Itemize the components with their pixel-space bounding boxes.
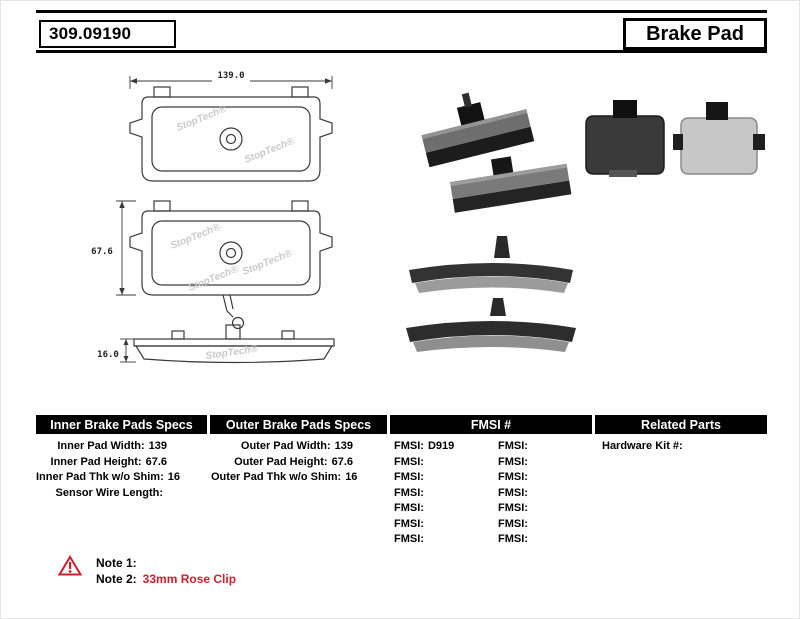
fmsi-label: FMSI: — [498, 455, 528, 468]
inner-specs-header: Inner Brake Pads Specs — [36, 415, 207, 434]
note-1-label: Note 1: — [96, 556, 137, 570]
fmsi-row: FMSI: — [394, 532, 454, 548]
fmsi-row: FMSI: — [498, 470, 532, 486]
photo-pads-angled — [421, 92, 572, 213]
fmsi-label: FMSI: — [394, 455, 424, 468]
fmsi-row: FMSI: — [498, 455, 532, 471]
pad-front-view — [129, 86, 333, 182]
note-2-value: 33mm Rose Clip — [142, 572, 237, 586]
header-top-rule — [36, 10, 767, 13]
header-bottom-rule — [36, 50, 767, 53]
part-number-box: 309.09190 — [39, 20, 176, 48]
fmsi-label: FMSI: — [498, 533, 528, 545]
spec-label: Outer Pad Width: — [240, 440, 331, 452]
fmsi-row: FMSI: — [498, 439, 532, 455]
dimension-height: 67.6 — [91, 200, 136, 296]
spec-label: Sensor Wire Length: — [55, 486, 163, 499]
fmsi-label: FMSI: — [394, 517, 424, 530]
dimension-thickness: 16.0 — [97, 338, 136, 363]
dimension-height-label: 67.6 — [91, 247, 113, 257]
spec-value: 16 — [345, 471, 358, 483]
pad-side-view — [133, 324, 335, 364]
spec-row: Sensor Wire Length: — [36, 486, 167, 502]
note-1: Note 1: — [96, 556, 143, 570]
fmsi-row: FMSI: — [394, 486, 454, 502]
spec-row: Inner Pad Height:67.6 — [36, 455, 167, 471]
sensor-clip-drawing — [222, 294, 245, 330]
spec-label: Outer Pad Thk w/o Shim: — [211, 471, 342, 483]
fmsi-row: FMSI: — [394, 455, 454, 471]
spec-row: Inner Pad Thk w/o Shim:16 — [36, 470, 180, 486]
spec-value: 16 — [167, 471, 180, 483]
fmsi-label: FMSI: — [394, 502, 424, 514]
dimension-width-label: 139.0 — [217, 71, 244, 81]
fmsi-label: FMSI: — [498, 486, 528, 499]
fmsi-row: FMSI: — [498, 486, 532, 502]
fmsi-row: FMSI: — [394, 501, 454, 517]
spec-row: Outer Pad Height:67.6 — [211, 455, 353, 471]
spec-label: Inner Pad Height: — [50, 455, 142, 468]
fmsi-row: FMSI: — [394, 470, 454, 486]
dimension-thickness-label: 16.0 — [97, 350, 119, 360]
related-parts-rows: Hardware Kit #: — [602, 439, 687, 455]
page-title-box: Brake Pad — [623, 18, 767, 50]
fmsi-label: FMSI: — [498, 440, 528, 452]
fmsi-label: FMSI: — [498, 502, 528, 514]
related-parts-header: Related Parts — [595, 415, 767, 434]
watermark-text: StopTech® — [243, 136, 296, 166]
fmsi-label: FMSI: — [498, 517, 528, 530]
product-photos — [406, 92, 765, 352]
fmsi-label: FMSI: — [394, 471, 424, 483]
photo-pads-side — [406, 236, 576, 352]
fmsi-header: FMSI # — [390, 415, 592, 434]
dimension-width: 139.0 — [129, 71, 333, 89]
note-2: Note 2: 33mm Rose Clip — [96, 572, 236, 586]
fmsi-column-2: FMSI: FMSI: FMSI: FMSI: FMSI: FMSI: FMSI… — [498, 439, 532, 548]
fmsi-label: FMSI: — [394, 440, 424, 452]
spec-label: Hardware Kit #: — [602, 440, 683, 452]
watermark-text: StopTech® — [169, 222, 222, 252]
part-number: 309.09190 — [49, 24, 132, 43]
fmsi-column-1: FMSI:D919 FMSI: FMSI: FMSI: FMSI: FMSI: … — [394, 439, 454, 548]
warning-triangle-icon — [58, 555, 82, 576]
fmsi-label: FMSI: — [394, 486, 424, 499]
fmsi-label: FMSI: — [498, 471, 528, 483]
spec-row: Outer Pad Width:139 — [211, 439, 353, 455]
watermark-text: StopTech® — [187, 264, 240, 294]
spec-label: Outer Pad Height: — [234, 455, 328, 468]
fmsi-row: FMSI: — [498, 532, 532, 548]
watermark-text: StopTech® — [241, 248, 294, 278]
page-title: Brake Pad — [646, 22, 744, 45]
outer-specs-rows: Outer Pad Width:139 Outer Pad Height:67.… — [211, 439, 357, 486]
spec-value: 67.6 — [331, 455, 353, 468]
spec-row: Outer Pad Thk w/o Shim:16 — [211, 470, 357, 486]
technical-drawing: 139.0 67.6 — [91, 71, 335, 364]
note-2-label: Note 2: — [96, 572, 137, 586]
fmsi-row: FMSI: — [498, 517, 532, 533]
fmsi-row: FMSI: — [394, 517, 454, 533]
spec-value: 139 — [334, 440, 353, 452]
fmsi-value: D919 — [427, 440, 455, 452]
fmsi-row: FMSI:D919 — [394, 439, 454, 455]
photo-pads-front — [585, 100, 765, 177]
outer-specs-header: Outer Brake Pads Specs — [210, 415, 387, 434]
inner-specs-rows: Inner Pad Width:139 Inner Pad Height:67.… — [36, 439, 180, 502]
fmsi-row: FMSI: — [498, 501, 532, 517]
spec-label: Inner Pad Width: — [57, 440, 145, 452]
fmsi-label: FMSI: — [394, 533, 424, 545]
spec-row: Inner Pad Width:139 — [36, 439, 167, 455]
pad-front-view-2 — [129, 200, 333, 296]
spec-value: 67.6 — [145, 455, 167, 468]
spec-row: Hardware Kit #: — [602, 439, 687, 455]
spec-label: Inner Pad Thk w/o Shim: — [36, 471, 164, 483]
spec-value: 139 — [148, 440, 167, 452]
watermark-text: StopTech® — [175, 104, 228, 134]
